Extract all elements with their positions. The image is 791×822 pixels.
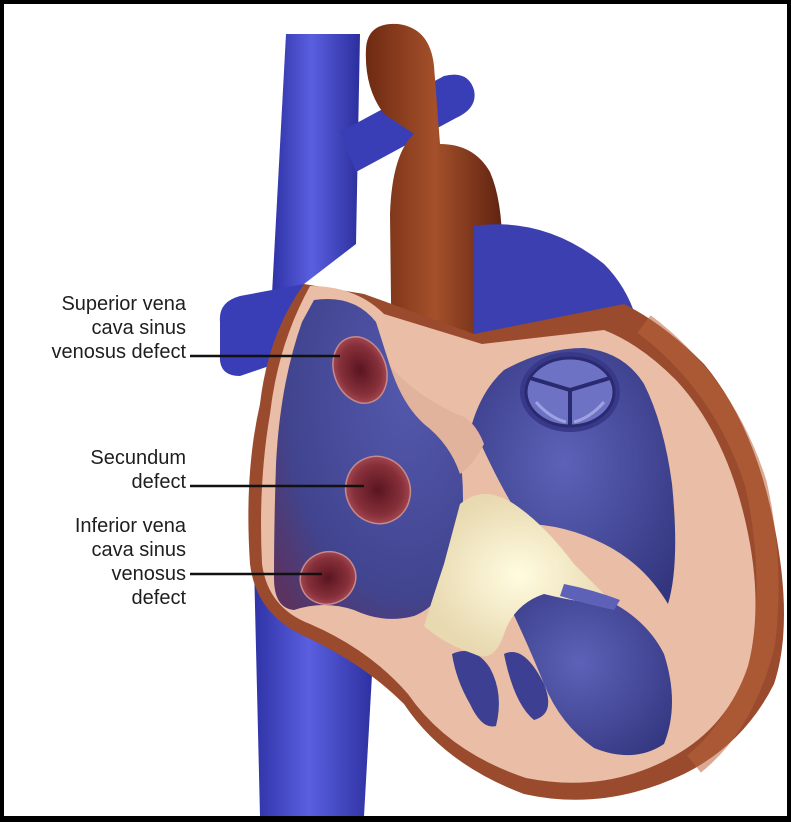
illustration-panel: Superior vena cava sinus venosus defect … xyxy=(4,4,787,816)
label-inferior-vena-cava-defect: Inferior vena cava sinus venosus defect xyxy=(4,514,186,610)
pulmonary-valve xyxy=(520,352,620,432)
heart-illustration xyxy=(4,4,787,816)
label-superior-vena-cava-defect: Superior vena cava sinus venosus defect xyxy=(4,292,186,364)
vena-cava xyxy=(272,34,360,294)
label-secundum-defect: Secundum defect xyxy=(4,446,186,494)
